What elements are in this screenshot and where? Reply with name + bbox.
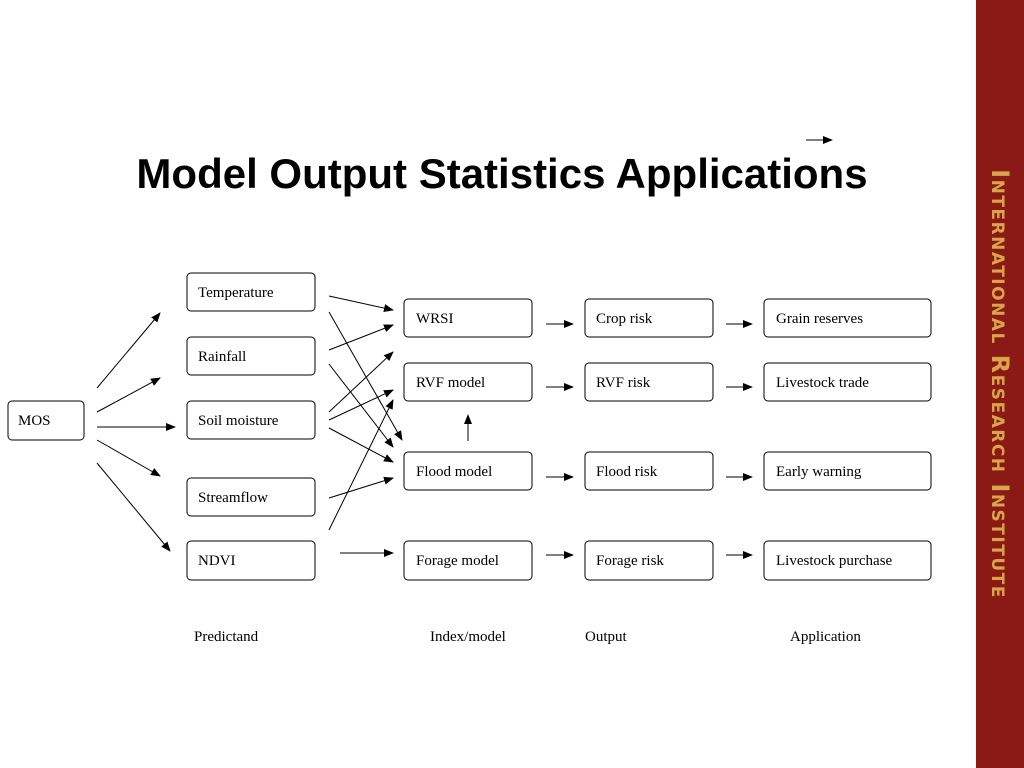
node-streamflow-box — [186, 477, 316, 517]
node-rvf-risk: RVF risk — [584, 362, 714, 402]
node-forage-model-label: Forage model — [416, 553, 499, 569]
node-early-warning: Early warning — [763, 451, 932, 491]
node-soil-moisture-label: Soil moisture — [198, 413, 279, 429]
node-forage-risk: Forage risk — [584, 540, 714, 581]
flow-diagram: MOS Temperature Rainfall Soil moisture S… — [7, 136, 932, 645]
node-rvf-risk-box — [584, 362, 714, 402]
edge-rainfall-wrsi — [328, 324, 394, 351]
edge-soil-wrsi — [328, 389, 394, 421]
node-livestock-trade: Livestock trade — [763, 362, 932, 402]
edge-temperature-wrsi — [328, 295, 394, 312]
node-wrsi-label: WRSI — [416, 311, 454, 327]
node-temperature: Temperature — [186, 272, 316, 312]
node-forage-risk-box — [584, 540, 714, 581]
slide-title: Model Output Statistics Applications — [136, 150, 868, 197]
node-ndvi-box — [186, 540, 316, 581]
edge-soil-flood — [328, 427, 394, 463]
edges-mos-to-predictands — [96, 312, 176, 552]
edge-streamflow-rvf — [328, 399, 394, 531]
node-temperature-label: Temperature — [198, 285, 274, 301]
node-crop-risk-label: Crop risk — [596, 311, 653, 327]
node-flood-risk-box — [584, 451, 714, 491]
institute-sidebar: International Research Institute — [976, 0, 1024, 768]
column-label-application: Application — [790, 629, 861, 645]
edge-mos-rainfall — [96, 377, 161, 413]
node-forage-risk-label: Forage risk — [596, 553, 664, 569]
node-grain-reserves: Grain reserves — [763, 298, 932, 338]
edge-soil-rvf — [328, 351, 394, 413]
node-flood-model-label: Flood model — [416, 464, 492, 480]
node-streamflow: Streamflow — [186, 477, 316, 517]
node-soil-moisture: Soil moisture — [186, 400, 316, 440]
node-livestock-trade-label: Livestock trade — [776, 375, 869, 391]
edges-outputs-to-applications — [726, 320, 753, 559]
node-crop-risk-box — [584, 298, 714, 338]
node-ndvi-label: NDVI — [198, 553, 236, 569]
node-rvf-model-box — [403, 362, 533, 402]
column-labels: Predictand Index/model Output Applicatio… — [194, 629, 861, 645]
edge-mos-ndvi — [96, 462, 171, 552]
edges-models-to-outputs — [546, 320, 574, 559]
node-rvf-risk-label: RVF risk — [596, 375, 651, 391]
column-applications: Grain reserves Livestock trade Early war… — [763, 298, 932, 581]
node-wrsi-box — [403, 298, 533, 338]
node-mos-label: MOS — [18, 413, 51, 429]
node-wrsi: WRSI — [403, 298, 533, 338]
node-rainfall-label: Rainfall — [198, 349, 246, 365]
column-label-output: Output — [585, 629, 628, 645]
node-rainfall-box — [186, 336, 316, 376]
node-rainfall: Rainfall — [186, 336, 316, 376]
edge-mos-temperature — [96, 312, 161, 389]
edges-predictands-to-models — [328, 295, 403, 557]
node-flood-model-box — [403, 451, 533, 491]
node-early-warning-box — [763, 451, 932, 491]
node-forage-model: Forage model — [403, 540, 533, 581]
node-flood-risk: Flood risk — [584, 451, 714, 491]
column-label-predictand: Predictand — [194, 629, 259, 645]
node-forage-model-box — [403, 540, 533, 581]
node-soil-moisture-box — [186, 400, 316, 440]
node-livestock-purchase-box — [763, 540, 932, 581]
node-mos: MOS — [7, 400, 85, 441]
node-livestock-trade-box — [763, 362, 932, 402]
edge-mos-streamflow — [96, 439, 161, 477]
institute-name: International Research Institute — [986, 169, 1014, 599]
column-predictands: Temperature Rainfall Soil moisture Strea… — [186, 272, 316, 581]
edge-temperature-flood — [328, 311, 403, 441]
node-ndvi: NDVI — [186, 540, 316, 581]
node-flood-risk-label: Flood risk — [596, 464, 658, 480]
column-outputs: Crop risk RVF risk Flood risk Forage ris… — [584, 298, 714, 581]
node-livestock-purchase-label: Livestock purchase — [776, 553, 893, 569]
node-rvf-model: RVF model — [403, 362, 533, 402]
node-early-warning-label: Early warning — [776, 464, 862, 480]
edge-streamflow-flood — [328, 476, 394, 499]
node-crop-risk: Crop risk — [584, 298, 714, 338]
node-grain-reserves-label: Grain reserves — [776, 311, 863, 327]
node-grain-reserves-box — [763, 298, 932, 338]
node-flood-model: Flood model — [403, 451, 533, 491]
column-label-index-model: Index/model — [430, 629, 506, 645]
node-rvf-model-label: RVF model — [416, 375, 485, 391]
column-models: WRSI RVF model Flood model Forage model — [403, 298, 533, 581]
node-temperature-box — [186, 272, 316, 312]
node-mos-box — [7, 400, 85, 441]
node-streamflow-label: Streamflow — [198, 490, 268, 506]
node-livestock-purchase: Livestock purchase — [763, 540, 932, 581]
